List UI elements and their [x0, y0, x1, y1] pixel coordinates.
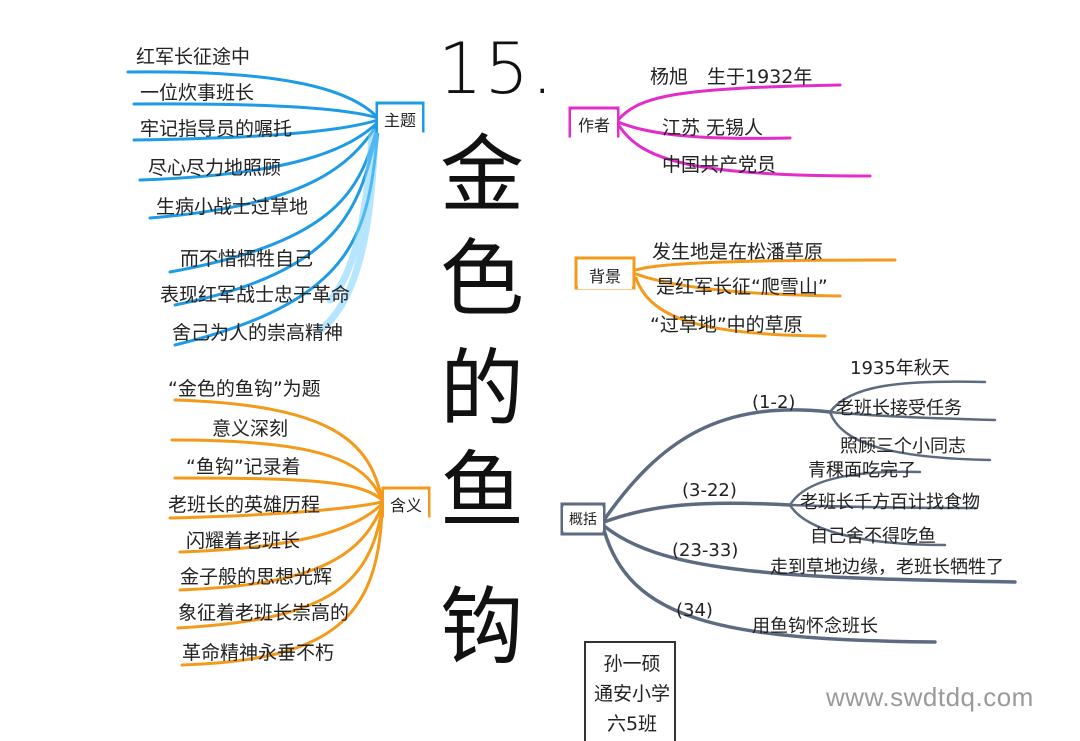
- summary-item: 1935年秋天: [850, 358, 950, 379]
- signature-school: 通安小学: [593, 683, 670, 705]
- title-char-4: 鱼: [440, 442, 525, 540]
- author-leaf: 中国共产党员: [662, 154, 777, 176]
- summary-branch-lines: [602, 408, 1017, 644]
- meaning-leaf: 革命精神永垂不朽: [182, 642, 335, 664]
- summary-item: 自己舍不得吃鱼: [810, 526, 936, 547]
- theme-leaf: 尽心尽力地照顾: [148, 157, 282, 179]
- theme-leaf: 表现红军战士忠于革命: [160, 284, 351, 306]
- summary-item: 用鱼钩怀念班长: [752, 616, 878, 637]
- signature-box: 孙一硕 通安小学 六5班: [584, 641, 676, 741]
- meaning-leaf: 金子般的思想光辉: [180, 566, 333, 588]
- title-char-5: 钩: [440, 578, 525, 676]
- title-char-2: 色: [440, 230, 525, 328]
- background-leaf: 是红军长征“爬雪山”: [656, 276, 828, 298]
- summary-item: 照顾三个小同志: [840, 436, 966, 457]
- theme-hub-shading: [316, 128, 379, 334]
- theme-leaf: 牢记指导员的嘱托: [140, 118, 293, 140]
- summary-group-label: (3-22): [682, 480, 737, 501]
- background-branch-lines: [634, 258, 897, 338]
- summary-sub-lines: [788, 380, 997, 547]
- signature-name: 孙一硕: [603, 653, 661, 675]
- meaning-leaf: 闪耀着老班长: [186, 530, 301, 552]
- meaning-leaf: “金色的鱼钩”为题: [168, 378, 321, 400]
- theme-leaf: 而不惜牺牲自己: [180, 248, 314, 270]
- theme-leaf: 生病小战士过草地: [156, 196, 309, 218]
- author-leaf: 杨旭 生于1932年: [650, 66, 813, 88]
- theme-leaf: 一位炊事班长: [140, 82, 255, 104]
- meaning-hub-label: 含义: [384, 490, 428, 518]
- background-leaf: “过草地”中的草原: [650, 314, 803, 336]
- summary-item: 青稞面吃完了: [808, 460, 916, 481]
- summary-item: 走到草地边缘，老班长牺牲了: [770, 557, 1004, 578]
- meaning-leaf: 老班长的英雄历程: [168, 494, 321, 516]
- theme-hub-label: 主题: [378, 105, 422, 133]
- meaning-leaf: 象征着老班长崇高的: [178, 602, 350, 624]
- meaning-leaf: “鱼钩”记录着: [186, 456, 301, 478]
- summary-group-label: (1-2): [752, 392, 796, 413]
- title-number: 15.: [438, 28, 556, 110]
- title-char-3: 的: [440, 340, 525, 438]
- meaning-leaf: 意义深刻: [212, 418, 289, 440]
- background-leaf: 发生地是在松潘草原: [652, 241, 824, 263]
- summary-item: 老班长接受任务: [836, 398, 962, 419]
- author-branch-lines: [616, 83, 872, 178]
- signature-class: 六5班: [606, 713, 658, 735]
- summary-hub-label: 概括: [563, 507, 603, 531]
- meaning-branch-lines: [168, 398, 384, 667]
- watermark: www.swdtdq.com: [826, 682, 1034, 712]
- author-leaf: 江苏 无锡人: [662, 117, 764, 139]
- theme-leaf: 舍己为人的崇高精神: [172, 322, 344, 344]
- background-hub-label: 背景: [578, 261, 632, 289]
- summary-item: 老班长千方百计找食物: [800, 492, 980, 513]
- summary-group-label: (23-33): [672, 540, 739, 561]
- title-char-1: 金: [440, 126, 525, 224]
- summary-group-label: (34): [676, 600, 713, 621]
- theme-leaf: 红军长征途中: [136, 46, 251, 68]
- author-hub-label: 作者: [571, 110, 617, 138]
